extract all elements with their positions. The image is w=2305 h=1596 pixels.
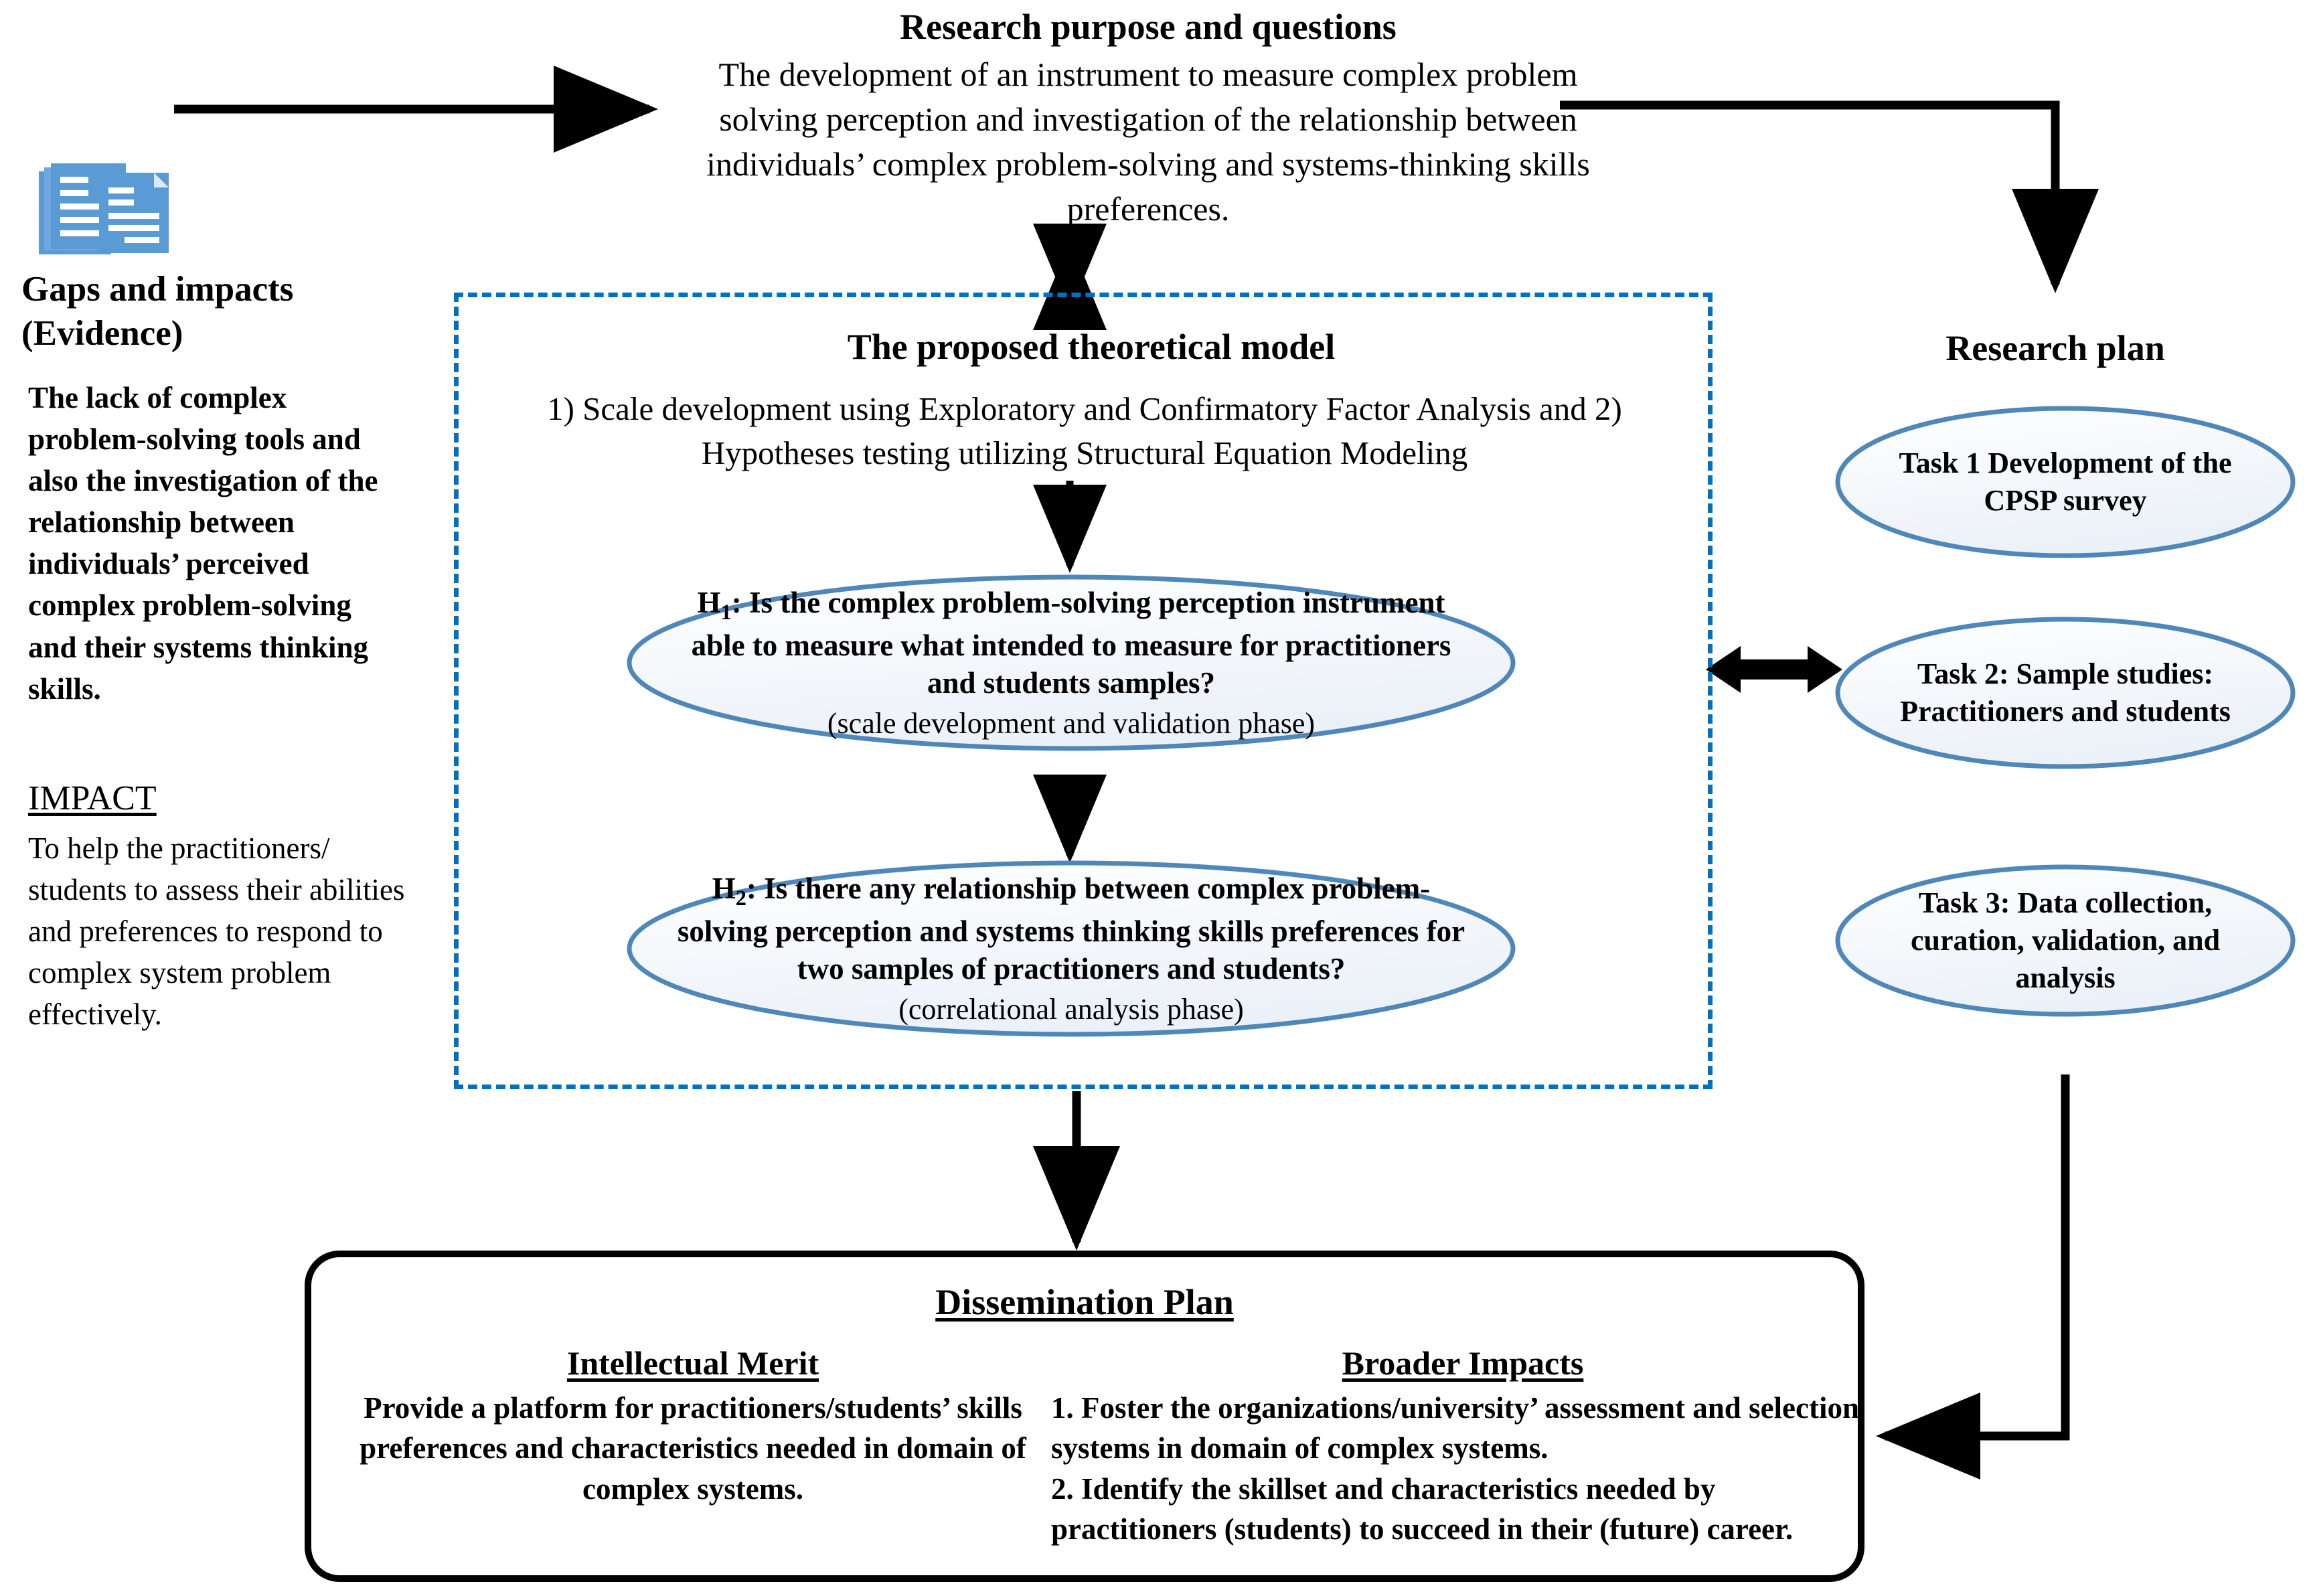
theoretical-model-container: [454, 293, 1713, 1089]
research-task-1-label: Task 1 Development of the CPSP survey: [1899, 446, 2232, 517]
hypothesis-2-question: H2: Is there any relationship between co…: [669, 870, 1473, 988]
hypothesis-1-text: : Is the complex problem-solving percept…: [691, 585, 1451, 700]
broader-impacts-item-2: 2. Identify the skillset and characteris…: [1051, 1471, 1794, 1546]
hypothesis-1-label: H1: Is the complex problem-solving perce…: [629, 579, 1513, 746]
impact-body: To help the practitioners/ students to a…: [28, 831, 405, 1032]
hypothesis-1-subscript: 1: [720, 600, 732, 625]
research-task-3-label: Task 3: Data collection, curation, valid…: [1910, 886, 2221, 995]
hypothesis-1-question: H1: Is the complex problem-solving perce…: [669, 584, 1473, 702]
arrow-model-tasks-bidirectional: [1706, 646, 1842, 693]
hypothesis-1-phase: (scale development and validation phase): [827, 706, 1316, 740]
intellectual-merit-body: Provide a platform for practitioners/stu…: [360, 1391, 1026, 1506]
gaps-and-impacts-body: The lack of complex problem-solving tool…: [28, 381, 378, 706]
hypothesis-2-text: : Is there any relationship between comp…: [677, 871, 1465, 986]
hypothesis-2-symbol: H: [712, 871, 736, 905]
hypothesis-2-label: H2: Is there any relationship between co…: [629, 865, 1513, 1032]
gaps-and-impacts-title: Gaps and impacts (Evidence): [21, 270, 294, 353]
theoretical-model-title: The proposed theoretical model: [847, 327, 1336, 367]
broader-impacts-body: 1. Foster the organizations/university’ …: [1051, 1388, 1875, 1549]
theoretical-model-subtitle: 1) Scale development using Exploratory a…: [547, 390, 1622, 471]
research-task-2-label: Task 2: Sample studies: Practitioners an…: [1900, 657, 2231, 728]
broader-impacts-item-1: 1. Foster the organizations/university’ …: [1051, 1391, 1860, 1465]
hypothesis-1-symbol: H: [697, 585, 721, 619]
dissemination-plan-title: Dissemination Plan: [935, 1282, 1234, 1322]
dissemination-plan-container: [305, 1251, 1864, 1582]
hypothesis-2-phase: (correlational analysis phase): [898, 992, 1244, 1026]
research-plan-title: Research plan: [1945, 328, 2165, 368]
documents-icon: [39, 163, 169, 254]
arrow-purpose-to-plan: [1560, 100, 2099, 293]
hypothesis-2-subscript: 2: [735, 886, 746, 910]
impact-heading: IMPACT: [28, 779, 157, 817]
research-purpose-title: Research purpose and questions: [900, 7, 1397, 47]
research-purpose-body: The development of an instrument to meas…: [706, 56, 1590, 228]
intellectual-merit-heading: Intellectual Merit: [566, 1344, 819, 1382]
broader-impacts-heading: Broader Impacts: [1342, 1344, 1584, 1382]
arrow-task3-to-dissemination: [1876, 1074, 2070, 1480]
